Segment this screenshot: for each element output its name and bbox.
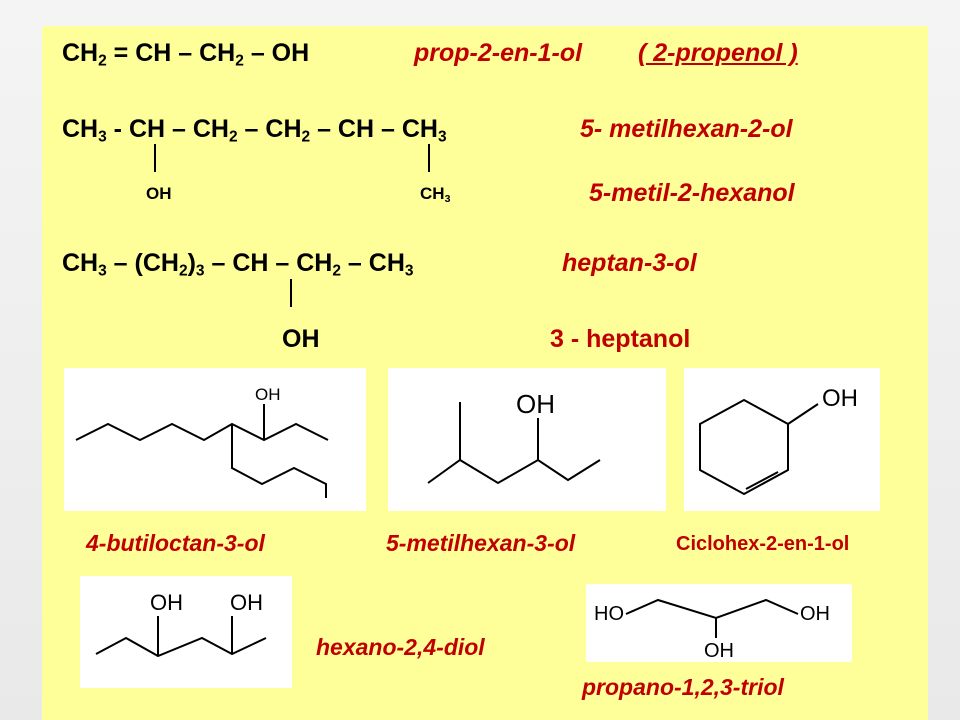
- branch-oh: OH: [282, 325, 320, 353]
- name-heptan-3-ol: heptan-3-ol: [562, 249, 697, 277]
- caption-hexano-2,4-diol: hexano-2,4-diol: [316, 634, 485, 660]
- structure-4-butiloctan-3-ol: OH: [64, 368, 366, 511]
- ho-label: HO: [594, 603, 624, 625]
- oh-label: OH: [800, 603, 830, 625]
- structure-propano-1,2,3-triol: HO OH OH: [586, 584, 852, 662]
- oh-label: OH: [704, 640, 734, 662]
- structure-5-metilhexan-3-ol: OH: [388, 368, 666, 511]
- oh-label: OH: [516, 389, 555, 419]
- branch-ch3: CH3: [420, 184, 451, 205]
- structure-hexano-2,4-diol: OH OH: [80, 576, 292, 688]
- alt-name-3-heptanol: 3 - heptanol: [550, 325, 691, 353]
- alt-name-5-metil-2-hexanol: 5-metil-2-hexanol: [589, 179, 795, 207]
- alt-name-2-propenol: ( 2-propenol ): [638, 39, 798, 67]
- formula-heptanol: CH3 – (CH2)3 – CH – CH2 – CH3: [62, 249, 414, 280]
- name-prop-2-en-1-ol: prop-2-en-1-ol: [414, 39, 583, 67]
- bond-line: [290, 279, 292, 307]
- formula-propenol: CH2 = CH – CH2 – OH: [62, 39, 310, 70]
- bond-line: [428, 144, 430, 172]
- oh-label: OH: [822, 385, 858, 412]
- structure-ciclohex-2-en-1-ol: OH: [684, 368, 880, 511]
- oh-label: OH: [150, 590, 183, 615]
- caption-5-metilhexan-3-ol: 5-metilhexan-3-ol: [386, 530, 576, 556]
- formula-metilhexanol: CH3 - CH – CH2 – CH2 – CH – CH3: [62, 115, 447, 146]
- caption-4-butiloctan-3-ol: 4-butiloctan-3-ol: [86, 530, 265, 556]
- oh-label: OH: [230, 590, 263, 615]
- bond-line: [154, 144, 156, 172]
- caption-propano-1,2,3-triol: propano-1,2,3-triol: [582, 674, 784, 700]
- oh-label: OH: [255, 385, 281, 404]
- branch-oh: OH: [146, 184, 172, 203]
- name-5-metilhexan-2-ol: 5- metilhexan-2-ol: [580, 115, 793, 143]
- caption-ciclohex-2-en-1-ol: Ciclohex-2-en-1-ol: [676, 533, 850, 555]
